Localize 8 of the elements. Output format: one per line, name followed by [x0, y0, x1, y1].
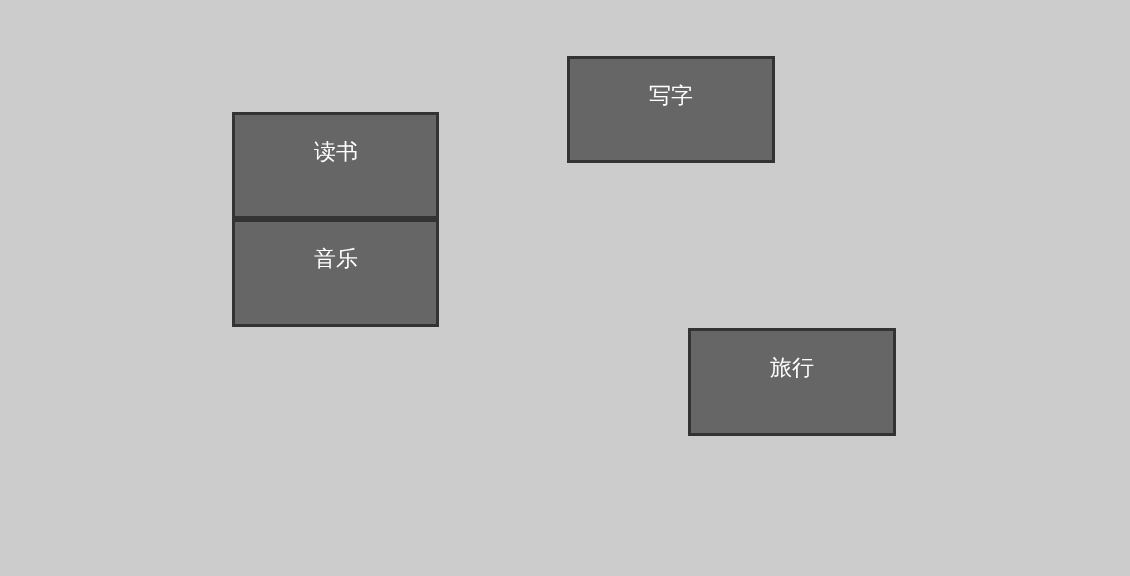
box-label: 旅行: [769, 355, 815, 381]
box-label: 写字: [648, 83, 694, 109]
process-box: [688, 328, 896, 436]
process-box: [232, 112, 439, 219]
box-label: 读书: [312, 139, 359, 165]
process-box: [567, 56, 775, 163]
process-box: [232, 219, 439, 327]
box-label: 音乐: [312, 246, 359, 272]
